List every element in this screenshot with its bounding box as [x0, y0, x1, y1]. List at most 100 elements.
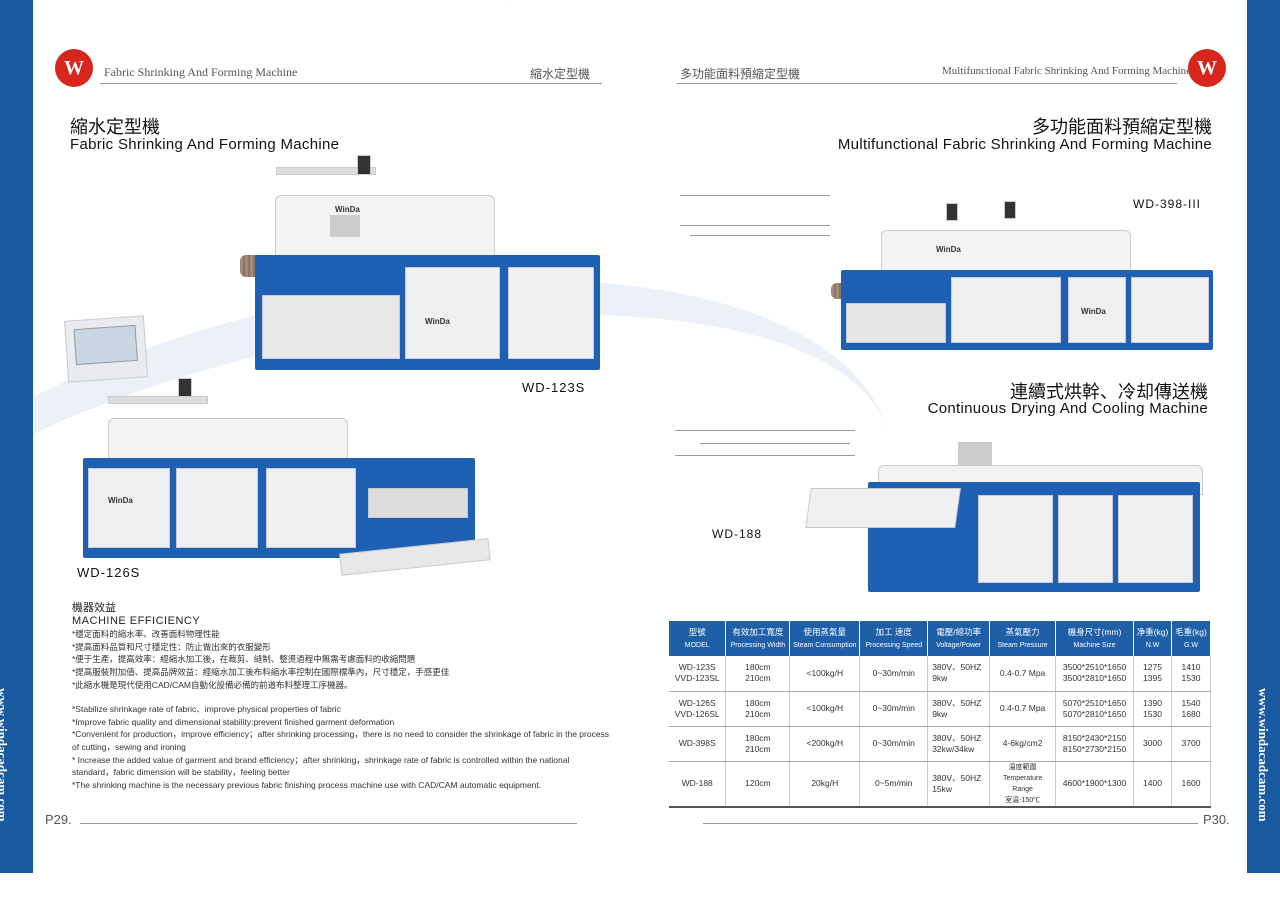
cell-line: 32kw/34kw	[932, 743, 975, 754]
column-header: 毛重(kg)G.W	[1171, 621, 1212, 656]
cell-line: 15kw	[932, 783, 953, 794]
winda-logo: W	[1188, 49, 1226, 87]
column-header: 電壓/總功率 Voltage/Power	[927, 621, 991, 656]
brand-label: WinDa	[108, 496, 133, 505]
column-header-cn: 電壓/總功率	[936, 626, 982, 637]
cell-line: Temperature	[1002, 774, 1043, 782]
footer-divider	[80, 823, 577, 824]
cell-line: <100kg/H	[806, 703, 844, 713]
cell-line: WD-126S	[678, 697, 716, 708]
model-label: WD-188	[712, 527, 763, 541]
column-header-en: Processing Width	[730, 641, 786, 649]
table-cell: 0.4-0.7 Mpa	[989, 691, 1057, 727]
cell-line: 3500*2510*1650	[1062, 662, 1127, 673]
cell-line: WD-123S	[678, 662, 716, 673]
column-header-cn: 净重(kg)	[1136, 626, 1169, 637]
efficiency-item-cn: *此縮水機是現代使用CAD/CAM自動化設備必備的前道布料整理工序機器。	[72, 679, 353, 690]
cell-line: 3700	[1181, 738, 1201, 748]
model-label: WD-126S	[77, 565, 141, 580]
efficiency-item-en: *Improve fabric quality and dimensional …	[72, 716, 395, 727]
efficiency-item-en: * Increase the added value of garment an…	[72, 754, 570, 778]
page-title-en: Fabric Shrinking And Forming Machine	[70, 136, 340, 153]
site-url: www.windacadcam.com	[1256, 688, 1271, 822]
table-cell: 0.4-0.7 Mpa	[989, 656, 1057, 692]
table-cell: WD-398S	[669, 726, 727, 762]
column-header-cn: 有效加工寬度	[732, 626, 784, 637]
efficiency-title-en: MACHINE EFFICIENCY	[72, 614, 201, 627]
efficiency-item-en: *Stabilize shrinkage rate of fabric、impr…	[72, 704, 341, 715]
page-title-cn: 多功能面料預縮定型機	[1032, 117, 1212, 137]
column-header-cn: 機身尺寸(mm)	[1067, 626, 1122, 637]
efficiency-item-cn: *提高面料品質和尺寸穩定性：防止做出來的衣服變形	[72, 641, 271, 652]
column-header-en: Processing Speed	[865, 641, 923, 649]
cell-line: 180cm	[745, 697, 771, 708]
table-cell: <100kg/H	[789, 656, 861, 692]
column-header-en: Voltage/Power	[936, 641, 982, 649]
cell-line: VVD-123SL	[674, 673, 720, 684]
cell-line: 210cm	[745, 743, 771, 754]
table-cell: 4-6kg/cm2	[989, 726, 1057, 762]
section-title-cn: 連續式烘幹、冷却傳送機	[1010, 382, 1208, 402]
page-title-cn: 縮水定型機	[70, 117, 160, 137]
cell-line: 1410	[1181, 662, 1201, 673]
brand-label: WinDa	[425, 317, 450, 326]
column-header-en: Steam Pressure	[997, 641, 1048, 649]
cell-line: 1395	[1143, 673, 1162, 684]
cell-line: 9kw	[932, 708, 948, 719]
cell-line: 1530	[1181, 673, 1201, 684]
cell-line: Range	[1012, 785, 1033, 793]
page-title-en: Multifunctional Fabric Shrinking And For…	[837, 136, 1212, 153]
cell-line: WD-188	[681, 778, 713, 788]
cell-line: 0.4-0.7 Mpa	[999, 667, 1046, 678]
column-header: 有效加工寬度 Processing Width	[725, 621, 791, 656]
cell-line: 0~5m/min	[874, 778, 913, 788]
cell-line: VVD-126SL	[674, 708, 720, 719]
brand-label: WinDa	[335, 205, 360, 214]
column-header-en: G.W	[1183, 641, 1198, 649]
cell-line: 温度範圍	[1008, 763, 1037, 771]
cell-line: 210cm	[745, 708, 771, 719]
control-panel-image	[63, 315, 149, 383]
cell-line: 3500*2810*1650	[1062, 673, 1127, 684]
column-header-cn: 蒸氣壓力	[1005, 626, 1040, 637]
footer-divider	[703, 823, 1198, 824]
table-cell: <100kg/H	[789, 691, 861, 727]
header-title-en: Fabric Shrinking And Forming Machine	[104, 65, 298, 79]
efficiency-item-en: *Convenient for production，improve effic…	[72, 729, 610, 752]
right-sidebar: www.windacadcam.com	[1247, 0, 1280, 873]
cell-line: 380V、50HZ	[932, 772, 982, 783]
machine-wd-126s-image: WinDa	[68, 378, 493, 583]
cell-line: 1400	[1143, 778, 1162, 788]
column-header-en: N.W	[1145, 641, 1160, 649]
header-title-cn: 多功能面料預縮定型機	[680, 67, 801, 81]
table-cell: 3700	[1171, 726, 1212, 762]
efficiency-item-cn: *提高服裝附加值、提高品牌效益：經縮水加工後布料縮水率控制在國際標準內，尺寸穩定…	[72, 666, 450, 677]
cell-line: 180cm	[745, 732, 771, 743]
column-header-cn: 型號	[688, 626, 706, 637]
cell-line: WD-398S	[678, 738, 716, 748]
column-header: 净重(kg) N.W	[1133, 621, 1172, 656]
column-header: 蒸氣壓力 Steam Pressure	[989, 621, 1057, 656]
cell-line: 380V、50HZ	[932, 732, 982, 743]
cell-line: 0.4-0.7 Mpa	[999, 703, 1046, 713]
model-label: WD-123S	[522, 380, 586, 395]
